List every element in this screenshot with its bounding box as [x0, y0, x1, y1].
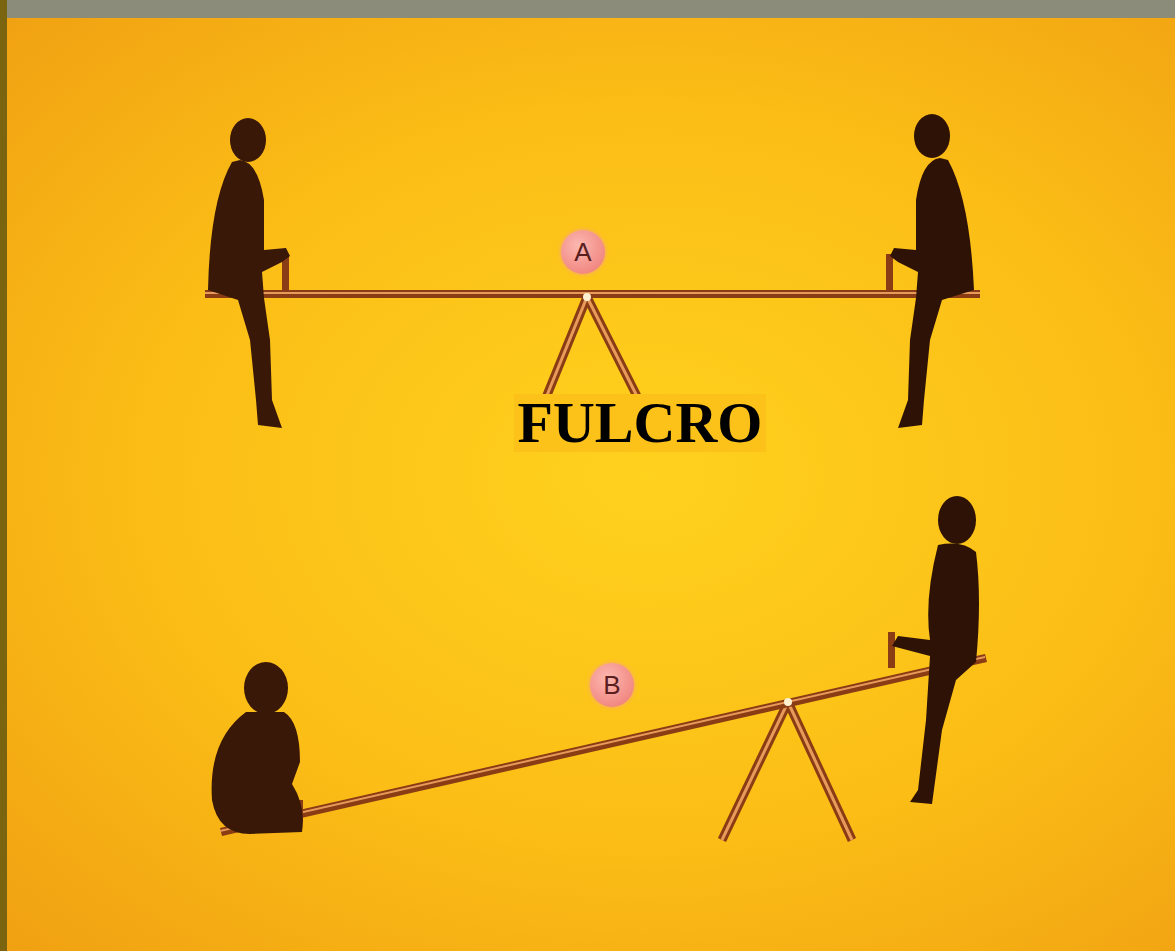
callout-letter: A [574, 239, 591, 265]
top-bar [0, 0, 1175, 18]
callout-circle: B [590, 663, 634, 707]
person-silhouette [890, 114, 974, 428]
callout-circle: A [561, 230, 605, 274]
seesaw-b [220, 632, 987, 840]
callout-letter: B [603, 672, 620, 698]
person-silhouette [208, 118, 290, 428]
person-silhouette [212, 662, 303, 834]
left-border [0, 0, 7, 951]
person-silhouette [892, 496, 979, 804]
caption-label: FULCRO [514, 394, 767, 452]
